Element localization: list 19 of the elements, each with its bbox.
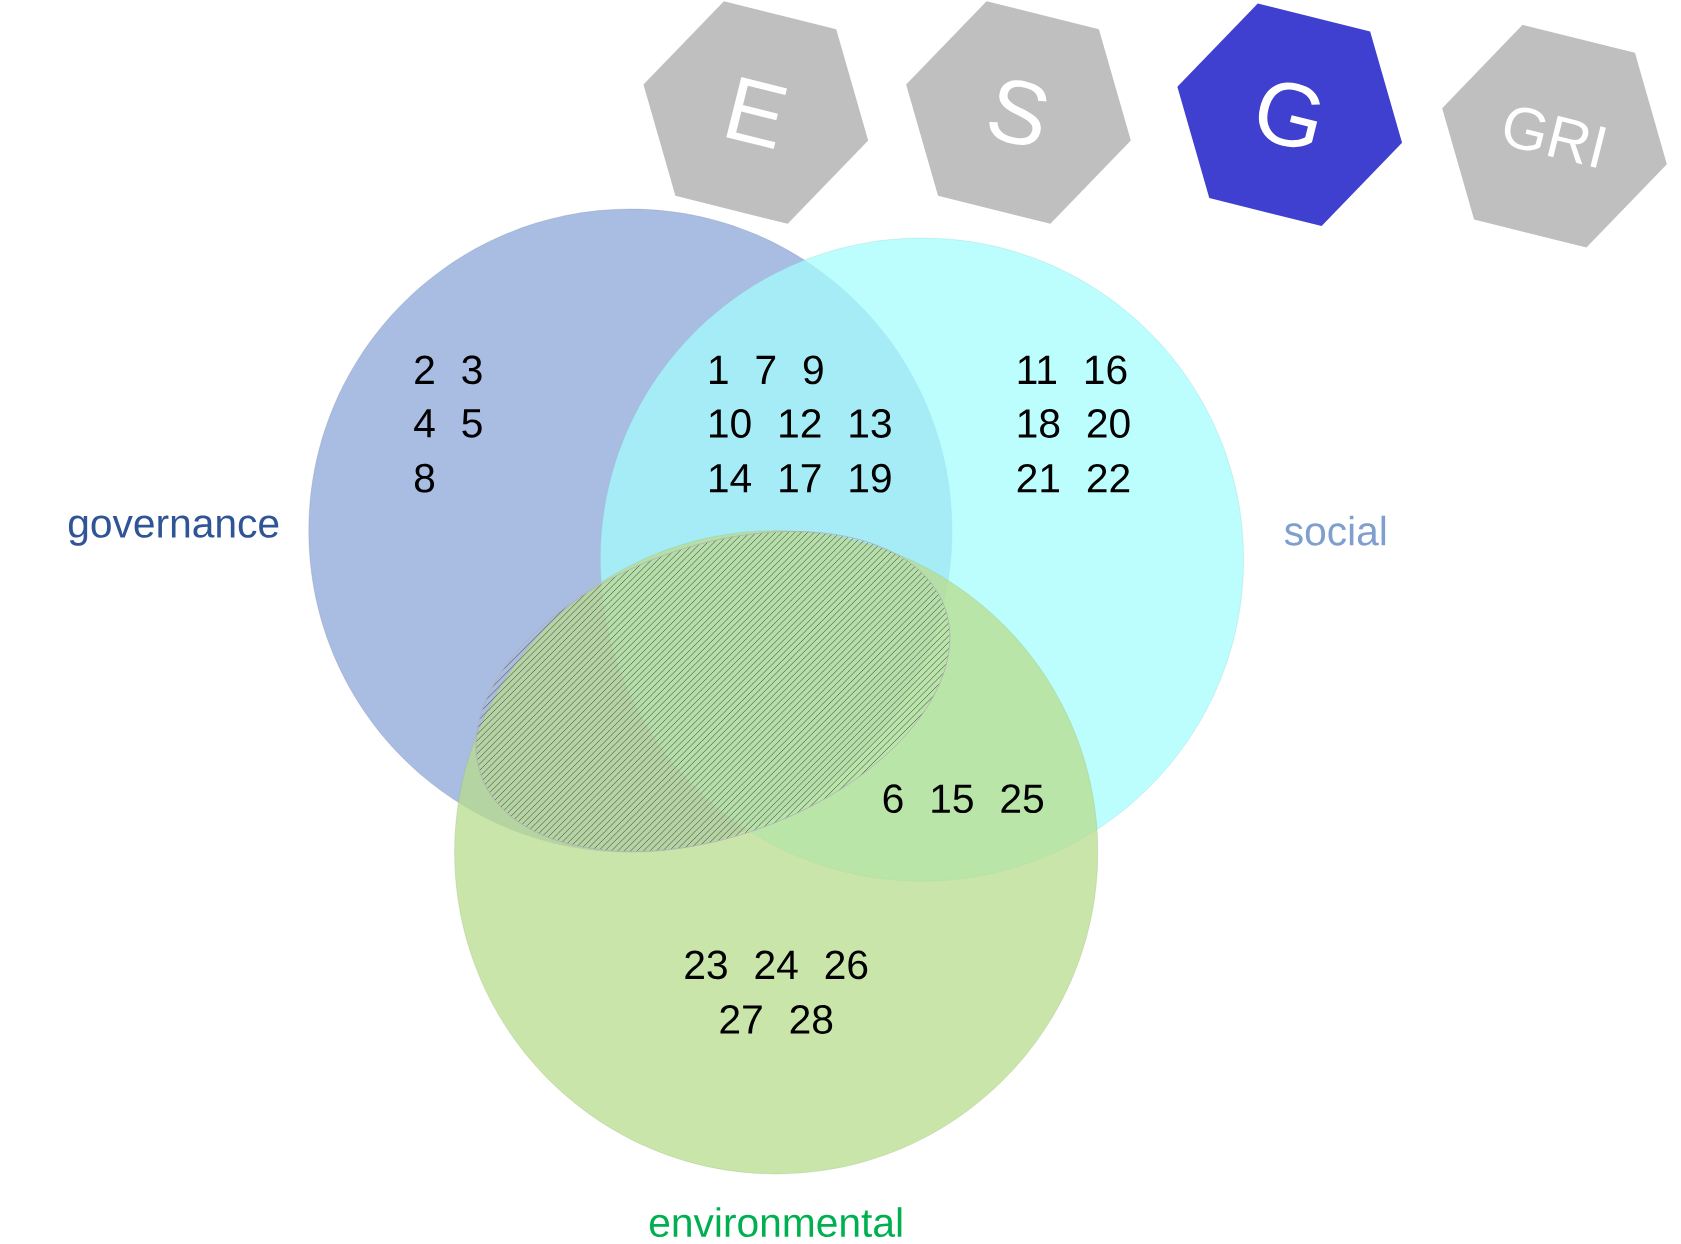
number-list: 2 3 — [415, 355, 482, 385]
number-list: 23 24 26 — [685, 950, 868, 980]
number-list: 1 7 9 — [710, 355, 823, 385]
number-list: 27 28 — [720, 1005, 833, 1035]
number-list: 4 5 — [414, 409, 482, 438]
node-label: governance — [68, 515, 279, 547]
number-list: 14 17 19 — [710, 463, 891, 493]
number-list: 6 15 25 — [883, 784, 1043, 814]
hexagon: G — [1177, 3, 1403, 227]
hexagon: GRI — [1442, 25, 1667, 248]
number-list: 11 16 — [1018, 355, 1127, 385]
hexagon: S — [906, 1, 1131, 225]
number-list: 8 — [414, 463, 435, 493]
node-label: social — [1284, 515, 1386, 546]
number-list: 10 12 13 — [710, 409, 891, 439]
node-label: environmental — [649, 1207, 902, 1238]
number-list: 18 20 — [1018, 409, 1130, 439]
hexagon: E — [643, 1, 869, 225]
number-list: 21 22 — [1017, 464, 1130, 493]
